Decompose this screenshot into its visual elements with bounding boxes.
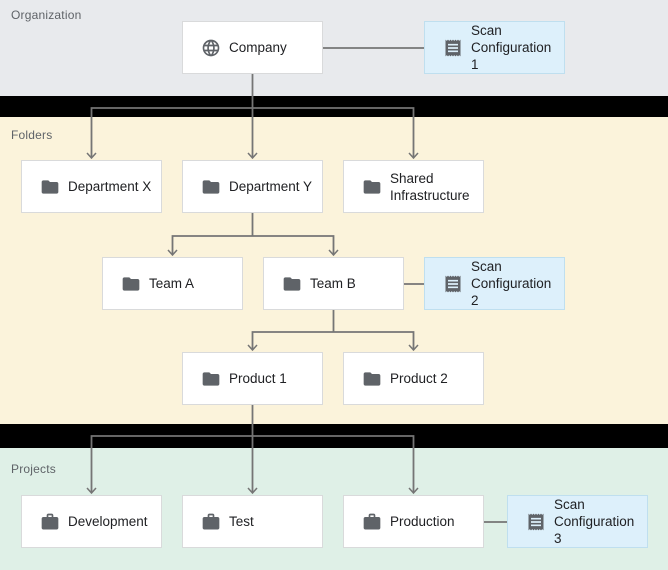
node-product-2: Product 2 bbox=[343, 352, 484, 405]
node-label: Test bbox=[229, 514, 254, 529]
briefcase-icon bbox=[201, 512, 221, 532]
folders-section-label: Folders bbox=[11, 128, 53, 142]
folder-icon bbox=[362, 177, 382, 197]
node-label: Production bbox=[390, 514, 455, 529]
folder-icon bbox=[282, 274, 302, 294]
node-label: Department Y bbox=[229, 179, 313, 194]
node-department-y: Department Y bbox=[182, 160, 323, 213]
receipt-icon bbox=[443, 38, 463, 58]
folder-icon bbox=[40, 177, 60, 197]
node-company: Company bbox=[182, 21, 323, 74]
folder-icon bbox=[121, 274, 141, 294]
organization-section-label: Organization bbox=[11, 8, 82, 22]
node-label: Department X bbox=[68, 179, 152, 194]
node-shared-infrastructure: Shared Infrastructure bbox=[343, 160, 484, 213]
node-label: Company bbox=[229, 40, 287, 55]
folder-icon bbox=[201, 369, 221, 389]
briefcase-icon bbox=[362, 512, 382, 532]
node-scan-configuration-2: Scan Configuration 2 bbox=[424, 257, 565, 310]
node-test: Test bbox=[182, 495, 323, 548]
node-development: Development bbox=[21, 495, 162, 548]
node-department-x: Department X bbox=[21, 160, 162, 213]
projects-section-label: Projects bbox=[11, 462, 56, 476]
globe-icon bbox=[201, 38, 221, 58]
node-label: Scan Configuration 2 bbox=[471, 259, 552, 308]
folder-icon bbox=[362, 369, 382, 389]
node-label: Scan Configuration 1 bbox=[471, 23, 552, 72]
node-label: Team B bbox=[310, 276, 356, 291]
folder-icon bbox=[201, 177, 221, 197]
node-label: Scan Configuration 3 bbox=[554, 497, 635, 546]
divider-bar-top bbox=[0, 96, 668, 117]
receipt-icon bbox=[526, 512, 546, 532]
receipt-icon bbox=[443, 274, 463, 294]
node-label: Shared Infrastructure bbox=[390, 170, 470, 203]
node-scan-configuration-3: Scan Configuration 3 bbox=[507, 495, 648, 548]
node-label: Team A bbox=[149, 276, 195, 291]
node-team-b: Team B bbox=[263, 257, 404, 310]
node-team-a: Team A bbox=[102, 257, 243, 310]
node-production: Production bbox=[343, 495, 484, 548]
node-scan-configuration-1: Scan Configuration 1 bbox=[424, 21, 565, 74]
node-product-1: Product 1 bbox=[182, 352, 323, 405]
node-label: Product 2 bbox=[390, 371, 448, 386]
briefcase-icon bbox=[40, 512, 60, 532]
node-label: Product 1 bbox=[229, 371, 287, 386]
node-label: Development bbox=[68, 514, 148, 529]
